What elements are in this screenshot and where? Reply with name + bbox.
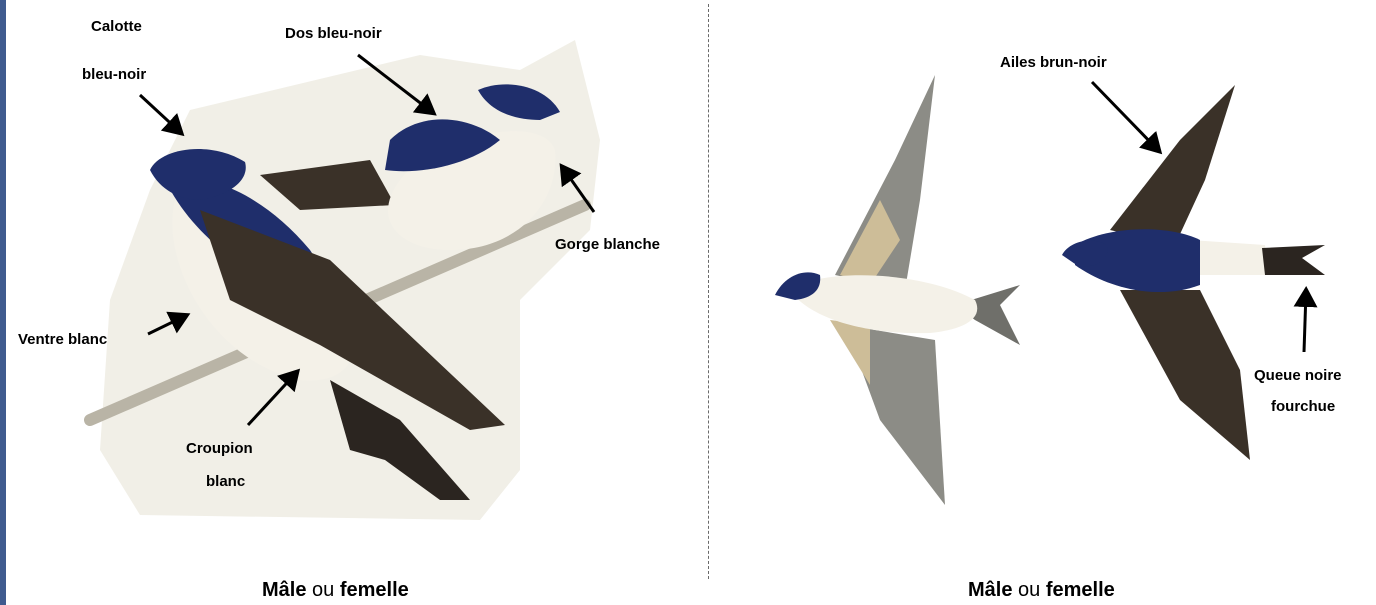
left-caption-femelle: femelle bbox=[340, 579, 409, 601]
label-calotte-line2: bleu-noir bbox=[82, 66, 146, 84]
perched-martins-illustration bbox=[90, 40, 600, 520]
label-dos: Dos bleu-noir bbox=[285, 25, 382, 43]
label-queue-line2: fourchue bbox=[1271, 398, 1335, 416]
upperside-martin-tail bbox=[1262, 245, 1325, 275]
right-caption: Mâle ou femelle bbox=[968, 578, 1115, 602]
right-caption-male: Mâle bbox=[968, 579, 1012, 601]
underside-martin-lower-wing-light bbox=[830, 320, 870, 385]
label-queue-line1: Queue noire bbox=[1254, 367, 1342, 385]
upperside-martin-lower-wing bbox=[1120, 290, 1250, 460]
upperside-martin-rump bbox=[1190, 240, 1268, 275]
left-caption-ou: ou bbox=[306, 579, 339, 601]
right-caption-femelle: femelle bbox=[1046, 579, 1115, 601]
underside-martin bbox=[775, 75, 1020, 505]
label-calotte-line1: Calotte bbox=[91, 18, 142, 36]
flying-martins-illustration bbox=[775, 75, 1325, 505]
left-caption: Mâle ou femelle bbox=[262, 578, 409, 602]
right-caption-ou: ou bbox=[1012, 579, 1045, 601]
upperside-martin-upper-wing bbox=[1110, 85, 1235, 245]
label-gorge: Gorge blanche bbox=[555, 236, 660, 254]
label-ventre: Ventre blanc bbox=[18, 331, 107, 349]
label-croupion-line1: Croupion bbox=[186, 440, 253, 458]
arrow-calotte bbox=[140, 95, 180, 132]
left-caption-male: Mâle bbox=[262, 579, 306, 601]
label-ailes: Ailes brun-noir bbox=[1000, 54, 1107, 72]
arrow-ailes bbox=[1092, 82, 1158, 150]
arrow-queue bbox=[1304, 292, 1306, 352]
label-croupion-line2: blanc bbox=[206, 473, 245, 491]
